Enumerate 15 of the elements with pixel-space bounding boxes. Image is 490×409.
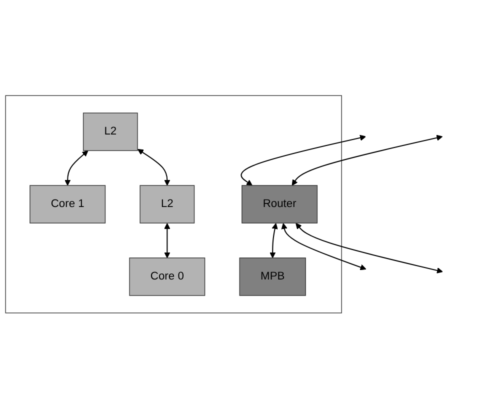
arrow bbox=[270, 223, 278, 258]
node-box: Core 0 bbox=[129, 258, 206, 296]
arrow bbox=[64, 150, 88, 186]
arrow bbox=[281, 223, 366, 270]
arrow bbox=[137, 149, 170, 186]
node-box: Core 1 bbox=[30, 185, 106, 224]
node-box: L2 bbox=[140, 185, 195, 224]
arrow bbox=[292, 135, 443, 186]
arrow bbox=[296, 223, 443, 274]
node-box: MPB bbox=[239, 258, 306, 296]
cluster bbox=[5, 95, 342, 314]
node-box: Router bbox=[242, 185, 318, 224]
arrow bbox=[240, 135, 366, 186]
node-box: L2 bbox=[82, 112, 138, 152]
arrow bbox=[164, 223, 170, 258]
